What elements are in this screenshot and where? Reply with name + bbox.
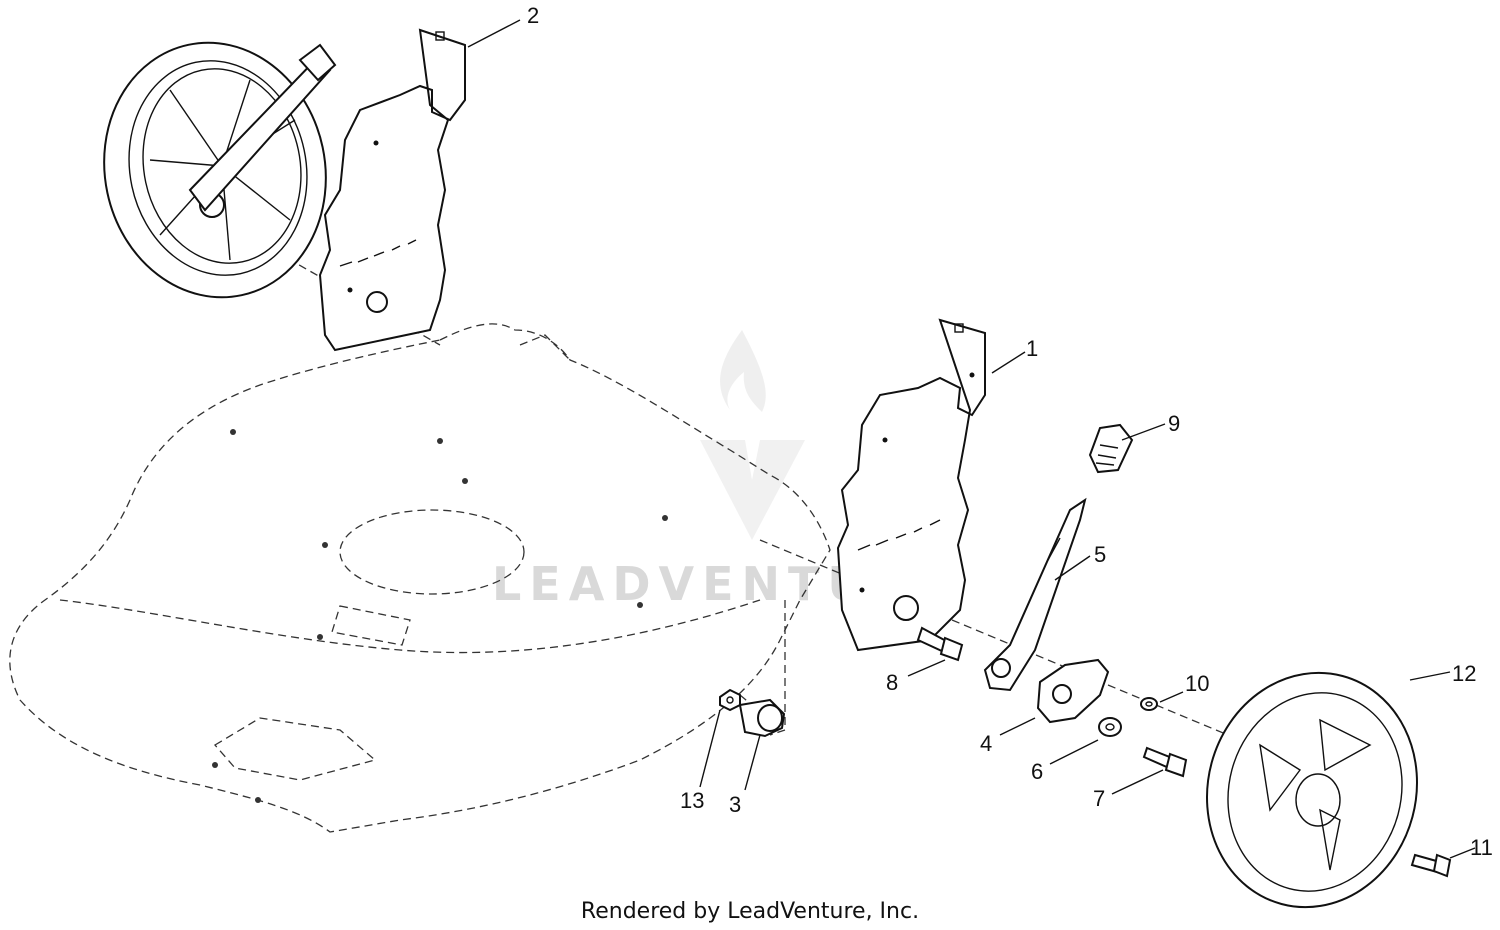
callout-13: 13 (680, 788, 704, 813)
bolt-7 (1142, 746, 1188, 778)
callout-9: 9 (1168, 411, 1180, 436)
axle-centerline-right (759, 539, 1241, 741)
spacer (738, 698, 786, 738)
height-adjust-plate-right (836, 318, 986, 652)
callout-7: 7 (1093, 786, 1105, 811)
callout-4: 4 (980, 731, 992, 756)
watermark-logo (700, 330, 805, 540)
callout-10: 10 (1185, 671, 1209, 696)
callout-1: 1 (1026, 336, 1038, 361)
bolt-8 (916, 626, 964, 662)
footer-credit: Rendered by LeadVenture, Inc. (581, 899, 919, 924)
pivot-bracket (1036, 658, 1110, 724)
leader-lines (467, 19, 1476, 859)
height-adjust-lever (983, 497, 1087, 692)
washer-6 (1098, 717, 1122, 737)
callout-11: 11 (1470, 835, 1493, 860)
adjust-knob (1088, 423, 1134, 474)
mower-deck (9, 323, 831, 833)
rear-wheel-left (103, 41, 337, 299)
callout-labels: 1 2 3 4 5 6 7 8 9 10 11 12 13 (527, 3, 1493, 860)
height-adjust-plate-left (318, 28, 466, 352)
rear-wheel-right (1206, 671, 1418, 909)
washer-10 (1140, 697, 1158, 711)
callout-6: 6 (1031, 759, 1043, 784)
callout-8: 8 (886, 670, 898, 695)
nut (719, 688, 741, 712)
wheel-bolt (1410, 853, 1452, 878)
callout-2: 2 (527, 3, 539, 28)
callout-12: 12 (1452, 661, 1476, 686)
callout-3: 3 (729, 792, 741, 817)
callout-5: 5 (1094, 542, 1106, 567)
